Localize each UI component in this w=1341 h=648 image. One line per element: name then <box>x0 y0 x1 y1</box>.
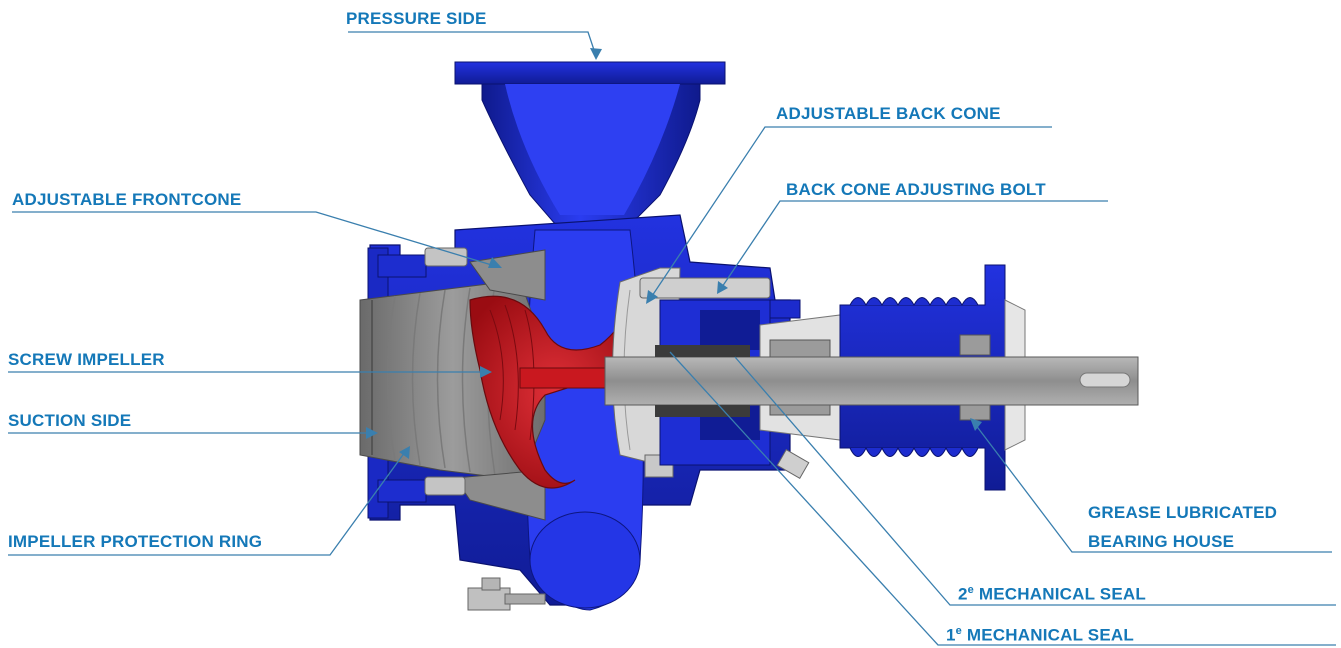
label-bearing-house: BEARING HOUSE <box>1088 532 1235 551</box>
leader-lines <box>8 31 1336 646</box>
arrow-head <box>970 418 982 431</box>
seal-text: MECHANICAL SEAL <box>973 584 1146 604</box>
label-screw-impeller: SCREW IMPELLER <box>8 350 165 369</box>
label-grease-lubricated: GREASE LUBRICATED <box>1088 503 1278 522</box>
arrow-head <box>480 366 492 378</box>
leader-adjustable-back-cone <box>651 126 1052 297</box>
label-adjustable-frontcone: ADJUSTABLE FRONTCONE <box>12 190 242 209</box>
arrow-head <box>717 281 728 294</box>
arrow-head <box>646 290 658 304</box>
leader-pressure-side <box>348 31 597 57</box>
seal-text: MECHANICAL SEAL <box>961 625 1134 645</box>
arrow-heads <box>366 48 982 459</box>
arrow-head <box>488 257 502 268</box>
label-second-mechanical-seal: 2e MECHANICAL SEAL <box>958 580 1146 605</box>
leader-adjustable-frontcone <box>12 211 496 267</box>
arrow-head <box>366 427 378 439</box>
arrow-head <box>399 446 410 459</box>
screw-impeller <box>469 295 642 489</box>
seal-number: 2 <box>958 584 968 604</box>
leader-impeller-ring <box>8 451 406 556</box>
seal-ordinal: e <box>967 584 974 596</box>
discharge-nozzle <box>454 61 726 226</box>
label-adjustable-back-cone: ADJUSTABLE BACK CONE <box>776 104 1001 123</box>
arrow-head <box>590 48 602 60</box>
label-back-cone-adjusting-bolt: BACK CONE ADJUSTING BOLT <box>786 180 1046 199</box>
label-pressure-side: PRESSURE SIDE <box>346 9 487 28</box>
leader-first-seal <box>669 351 1336 646</box>
drain-valve <box>467 577 546 611</box>
seal-ordinal: e <box>955 625 962 637</box>
label-impeller-protection-ring: IMPELLER PROTECTION RING <box>8 532 263 551</box>
leader-grease-bearing <box>974 423 1332 553</box>
label-suction-side: SUCTION SIDE <box>8 411 132 430</box>
label-first-mechanical-seal: 1e MECHANICAL SEAL <box>946 621 1134 646</box>
seal-number: 1 <box>946 625 956 645</box>
leader-back-cone-bolt <box>721 200 1108 288</box>
shaft <box>604 345 1139 417</box>
leader-second-seal <box>734 356 1336 606</box>
